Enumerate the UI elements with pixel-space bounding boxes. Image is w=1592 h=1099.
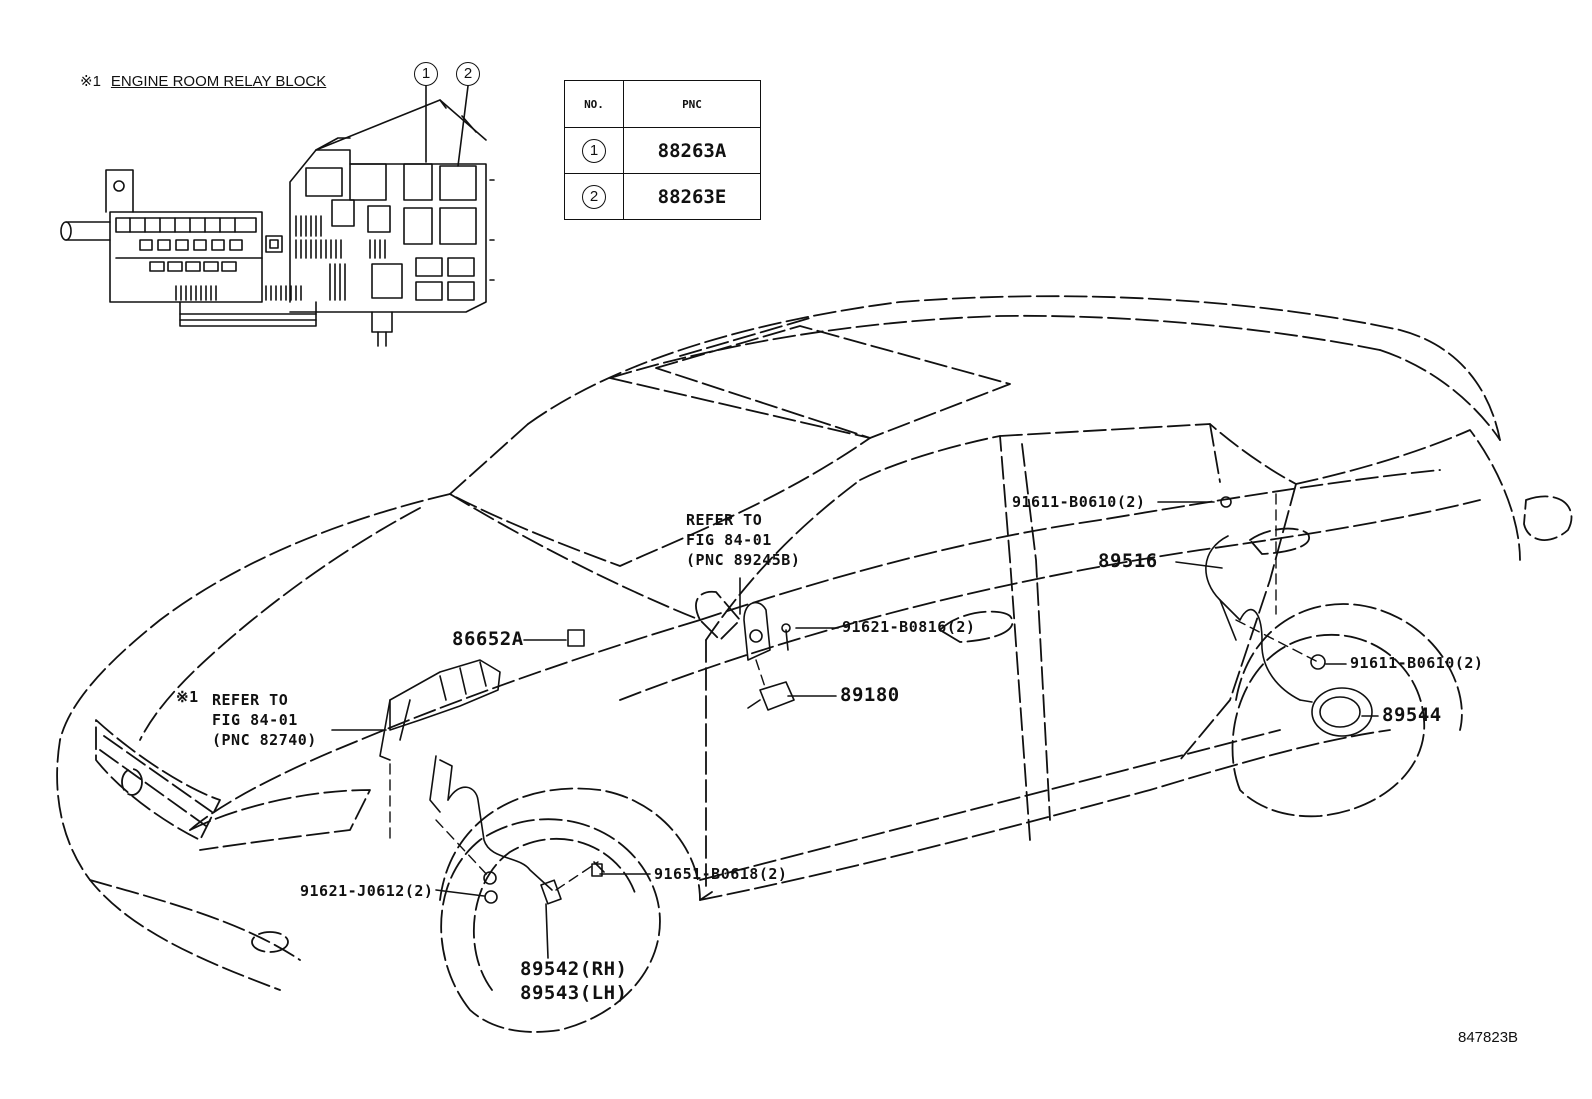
relay-block-drawing xyxy=(60,85,495,347)
car-body-dashed xyxy=(56,295,1573,1033)
part-label-89180[interactable]: 89180 xyxy=(840,684,900,706)
mirror-bracket-drawing xyxy=(743,601,771,661)
part-label-91621-j0612[interactable]: 91621-J0612(2) xyxy=(300,882,434,900)
pnc-header-no: NO. xyxy=(564,80,624,128)
p86652A-drawing xyxy=(567,629,585,647)
refer-ecu-mark: ※1 xyxy=(176,688,199,706)
pnc-table-header-row: NO. PNC xyxy=(564,80,761,128)
part-label-89544[interactable]: 89544 xyxy=(1382,704,1442,726)
pnc-row-no-cell: 2 xyxy=(564,173,624,220)
part-label-89542[interactable]: 89542(RH) xyxy=(520,958,628,980)
p89516-drawing xyxy=(1205,496,1301,701)
relay-block-title-mark: ※1 xyxy=(80,73,101,90)
p89180-drawing xyxy=(747,681,795,711)
part-label-89516[interactable]: 89516 xyxy=(1098,550,1158,572)
bolt-91621-b0816-drawing xyxy=(781,623,791,651)
pnc-row-no-cell: 1 xyxy=(564,127,624,174)
refer-ecu-note: REFER TO FIG 84-01 (PNC 82740) xyxy=(212,691,317,749)
part-label-91611-lower[interactable]: 91611-B0610(2) xyxy=(1350,654,1484,672)
part-label-89543[interactable]: 89543(LH) xyxy=(520,982,628,1004)
part-label-91611-upper[interactable]: 91611-B0610(2) xyxy=(1012,493,1146,511)
refer-mirror-note: REFER TO FIG 84-01 (PNC 89245B) xyxy=(686,511,801,569)
pnc-header-pnc: PNC xyxy=(623,80,761,128)
pnc-table: NO. PNC 1 88263A 2 88263E xyxy=(564,80,761,220)
relay-callout-1: 1 xyxy=(414,62,438,86)
pnc-table-row: 1 88263A xyxy=(564,127,761,174)
relay-block-title: ※1 ENGINE ROOM RELAY BLOCK xyxy=(80,74,326,89)
part-label-86652a[interactable]: 86652A xyxy=(452,628,524,650)
bolt-91611-lower-drawing xyxy=(1310,654,1326,670)
relay-block-title-text: ENGINE ROOM RELAY BLOCK xyxy=(110,73,327,90)
bolt-91621-j0612-drawing xyxy=(484,890,498,904)
pnc-row-no: 2 xyxy=(582,185,606,209)
relay-callout-2: 2 xyxy=(456,62,480,86)
pnc-row-value: 88263A xyxy=(623,127,761,174)
pnc-table-row: 2 88263E xyxy=(564,173,761,220)
part-label-91621-b0816[interactable]: 91621-B0816(2) xyxy=(842,618,976,636)
figure-id: 847823B xyxy=(1458,1029,1519,1046)
front-speed-sensor-drawing xyxy=(429,755,605,905)
pnc-row-value: 88263E xyxy=(623,173,761,220)
p89544-drawing xyxy=(1299,687,1373,737)
ecu-bracket-drawing xyxy=(379,659,501,761)
pnc-row-no: 1 xyxy=(582,139,606,163)
part-label-91651[interactable]: 91651-B0618(2) xyxy=(654,865,788,883)
